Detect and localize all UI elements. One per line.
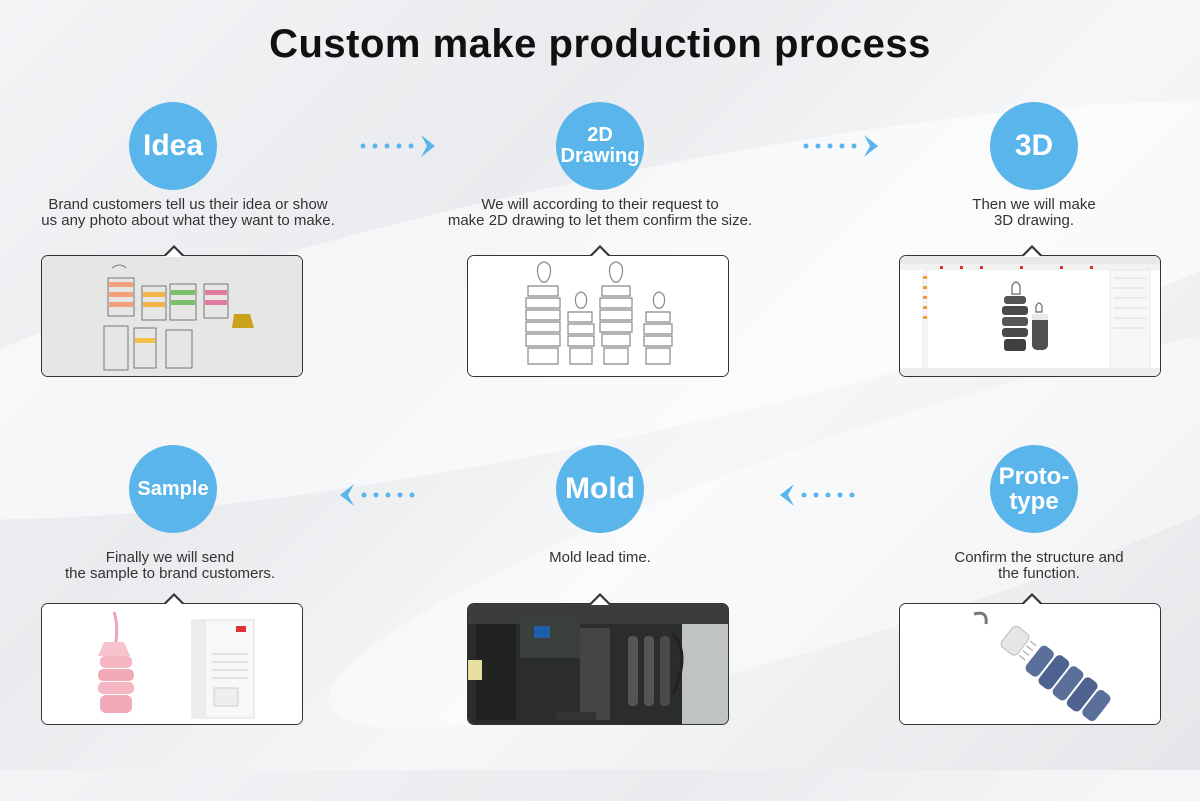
arrow-left-icon [780,484,855,506]
step-description-3d: Then we will make 3D drawing. [972,196,1096,229]
step-circle-prototype: Proto- type [990,445,1078,533]
arrow-right-icon [803,135,878,157]
step-circle-mold: Mold [556,445,644,533]
step-circle-idea: Idea [129,102,217,190]
prototype-bottle-render [900,604,1160,724]
step-image-idea-sketches [41,245,303,377]
step-description-sample: Finally we will send the sample to brand… [64,549,276,582]
step-circle-2d-drawing: 2D Drawing [556,102,644,190]
bottle-line-drawing [468,256,728,376]
arrow-left-icon [340,484,415,506]
step-circle-sample: Sample [129,445,217,533]
step-image-sample [41,593,303,725]
mold-machine-photo [468,604,728,724]
step-description-idea: Brand customers tell us their idea or sh… [41,196,335,229]
page-title: Custom make production process [269,22,931,66]
sample-bottle-and-box [42,604,302,724]
sketch-bottles-illustration [42,256,302,376]
cad-software-screenshot [900,256,1160,376]
step-description-2d-drawing: We will according to their request to ma… [447,196,753,229]
step-description-prototype: Confirm the structure and the function. [954,549,1124,582]
step-image-2d-drawing [467,245,729,377]
arrow-right-icon [360,135,435,157]
step-circle-3d: 3D [990,102,1078,190]
step-image-3d-drawing [899,245,1161,377]
step-image-prototype [899,593,1161,725]
step-image-mold [467,593,729,725]
step-description-mold: Mold lead time. [549,549,651,566]
